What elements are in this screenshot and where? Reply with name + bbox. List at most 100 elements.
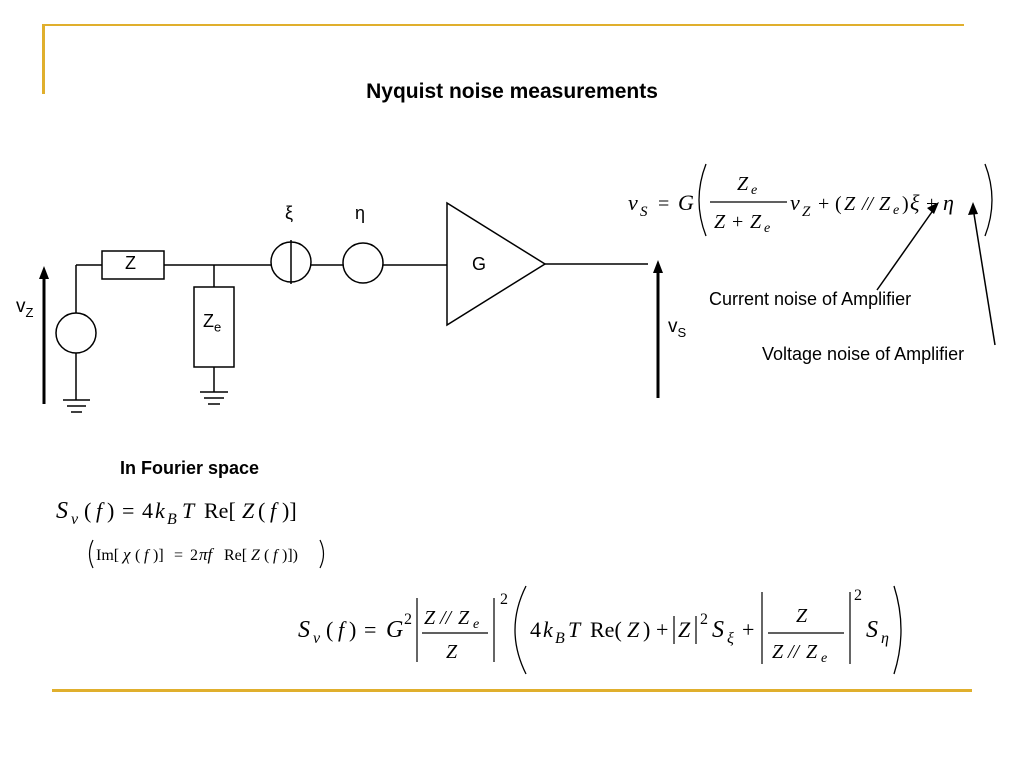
svg-text:Z: Z — [737, 173, 749, 195]
svg-text:ξ: ξ — [910, 190, 920, 215]
svg-text:G: G — [678, 190, 694, 215]
svg-text:Re[: Re[ — [204, 498, 236, 523]
svg-text:T: T — [182, 498, 196, 523]
svg-text:Re(: Re( — [590, 617, 622, 642]
fdt-equation: Im[ χ ( f )] = 2 πf Re[ Z ( f )]) — [88, 539, 325, 569]
svg-text:Z: Z — [806, 641, 818, 663]
svg-text:f: f — [270, 498, 279, 523]
voltage-noise-annotation: Voltage noise of Amplifier — [762, 344, 965, 364]
impedance-ze-label: Ze — [203, 311, 222, 335]
svg-text:S: S — [640, 204, 648, 220]
svg-text:+: + — [732, 211, 743, 233]
svg-text:(: ( — [326, 617, 333, 642]
svg-text:e: e — [893, 203, 899, 218]
spectral-density-equation: S v ( f ) = G 2 Z // Z e Z 2 4 k B T Re(… — [298, 585, 902, 675]
svg-text:Im[: Im[ — [96, 547, 119, 564]
svg-text:+: + — [656, 617, 668, 642]
svg-text://: // — [787, 641, 802, 663]
svg-text:S: S — [56, 498, 68, 524]
svg-text:Z: Z — [446, 641, 458, 663]
svg-text:): ) — [107, 498, 114, 523]
svg-text:): ) — [349, 617, 356, 642]
svg-text://: // — [439, 607, 454, 629]
source-voltage-label: vZ — [16, 296, 34, 320]
svg-text:Z: Z — [796, 605, 808, 627]
svg-text:2: 2 — [190, 547, 198, 564]
svg-text:G: G — [386, 617, 403, 643]
svg-text:+: + — [818, 193, 829, 215]
svg-text:4: 4 — [142, 498, 153, 523]
svg-text:η: η — [881, 630, 889, 647]
svg-text:v: v — [790, 190, 800, 215]
svg-text:=: = — [174, 547, 183, 564]
svg-text:Z: Z — [714, 211, 726, 233]
svg-text:Z: Z — [879, 193, 891, 215]
output-voltage-label: vS — [668, 316, 687, 340]
voltage-noise-source-icon — [342, 242, 384, 284]
svg-text:Re[: Re[ — [224, 547, 247, 564]
output-voltage-equation: v S = G Z e Z + Z e v Z + ( Z // Z e ) ξ… — [628, 163, 993, 237]
current-noise-pointer-head — [927, 202, 939, 214]
svg-text:): ) — [902, 193, 909, 215]
voltage-noise-pointer — [973, 213, 996, 346]
svg-text:e: e — [473, 617, 479, 632]
svg-text:f: f — [144, 547, 151, 564]
svg-text:=: = — [658, 193, 669, 215]
vz-arrow-head — [39, 266, 49, 279]
svg-text:v: v — [313, 630, 321, 647]
svg-text:Z: Z — [750, 211, 762, 233]
svg-text:k: k — [543, 617, 554, 642]
svg-text:e: e — [751, 183, 757, 198]
voltage-noise-pointer-head — [968, 202, 978, 215]
svg-text:ξ: ξ — [727, 630, 734, 647]
svg-text:f: f — [338, 617, 347, 642]
svg-text:S: S — [712, 617, 724, 643]
svg-text:B: B — [555, 630, 565, 647]
svg-text:+: + — [742, 617, 754, 642]
accent-bottom-line — [52, 689, 972, 692]
accent-vertical-line — [42, 26, 45, 94]
svg-text:η: η — [943, 190, 954, 215]
svg-text:T: T — [568, 617, 582, 642]
svg-text:=: = — [364, 617, 376, 642]
voltage-noise-symbol: η — [355, 203, 366, 223]
svg-text:)]: )] — [282, 498, 297, 523]
voltage-source-icon — [55, 312, 97, 354]
svg-text:2: 2 — [700, 611, 708, 628]
svg-text:e: e — [764, 221, 770, 236]
svg-text:)]): )]) — [282, 547, 298, 564]
svg-text:): ) — [643, 617, 650, 642]
svg-text:S: S — [866, 617, 878, 643]
svg-text:(: ( — [264, 547, 269, 564]
svg-text:B: B — [167, 511, 177, 528]
svg-text:Z: Z — [678, 617, 691, 642]
svg-text:f: f — [96, 498, 105, 523]
current-noise-annotation: Current noise of Amplifier — [709, 289, 912, 309]
svg-text:(: ( — [135, 547, 140, 564]
svg-text:(: ( — [84, 498, 91, 523]
svg-text:Z: Z — [251, 547, 261, 564]
svg-text://: // — [861, 193, 876, 215]
vs-arrow-head — [653, 260, 663, 273]
current-noise-pointer — [876, 208, 935, 291]
svg-text:=: = — [122, 498, 134, 523]
current-noise-symbol: ξ — [285, 203, 294, 223]
svg-text:S: S — [298, 617, 310, 643]
svg-text:Z: Z — [242, 498, 255, 523]
svg-text:2: 2 — [404, 611, 412, 628]
svg-text:Z: Z — [772, 641, 784, 663]
svg-text:2: 2 — [854, 587, 862, 604]
svg-text:Z: Z — [844, 193, 856, 215]
amplifier-label: G — [472, 254, 487, 274]
impedance-z-label: Z — [125, 253, 136, 273]
svg-text:χ: χ — [121, 545, 131, 564]
svg-text:e: e — [821, 651, 827, 666]
amplifier-triangle-icon — [446, 201, 547, 327]
slide-title: Nyquist noise measurements — [366, 80, 658, 103]
svg-text:k: k — [155, 498, 166, 523]
svg-text:(: ( — [835, 193, 842, 215]
svg-text:Z: Z — [424, 607, 436, 629]
svg-text:v: v — [628, 190, 638, 215]
svg-text:Z: Z — [458, 607, 470, 629]
